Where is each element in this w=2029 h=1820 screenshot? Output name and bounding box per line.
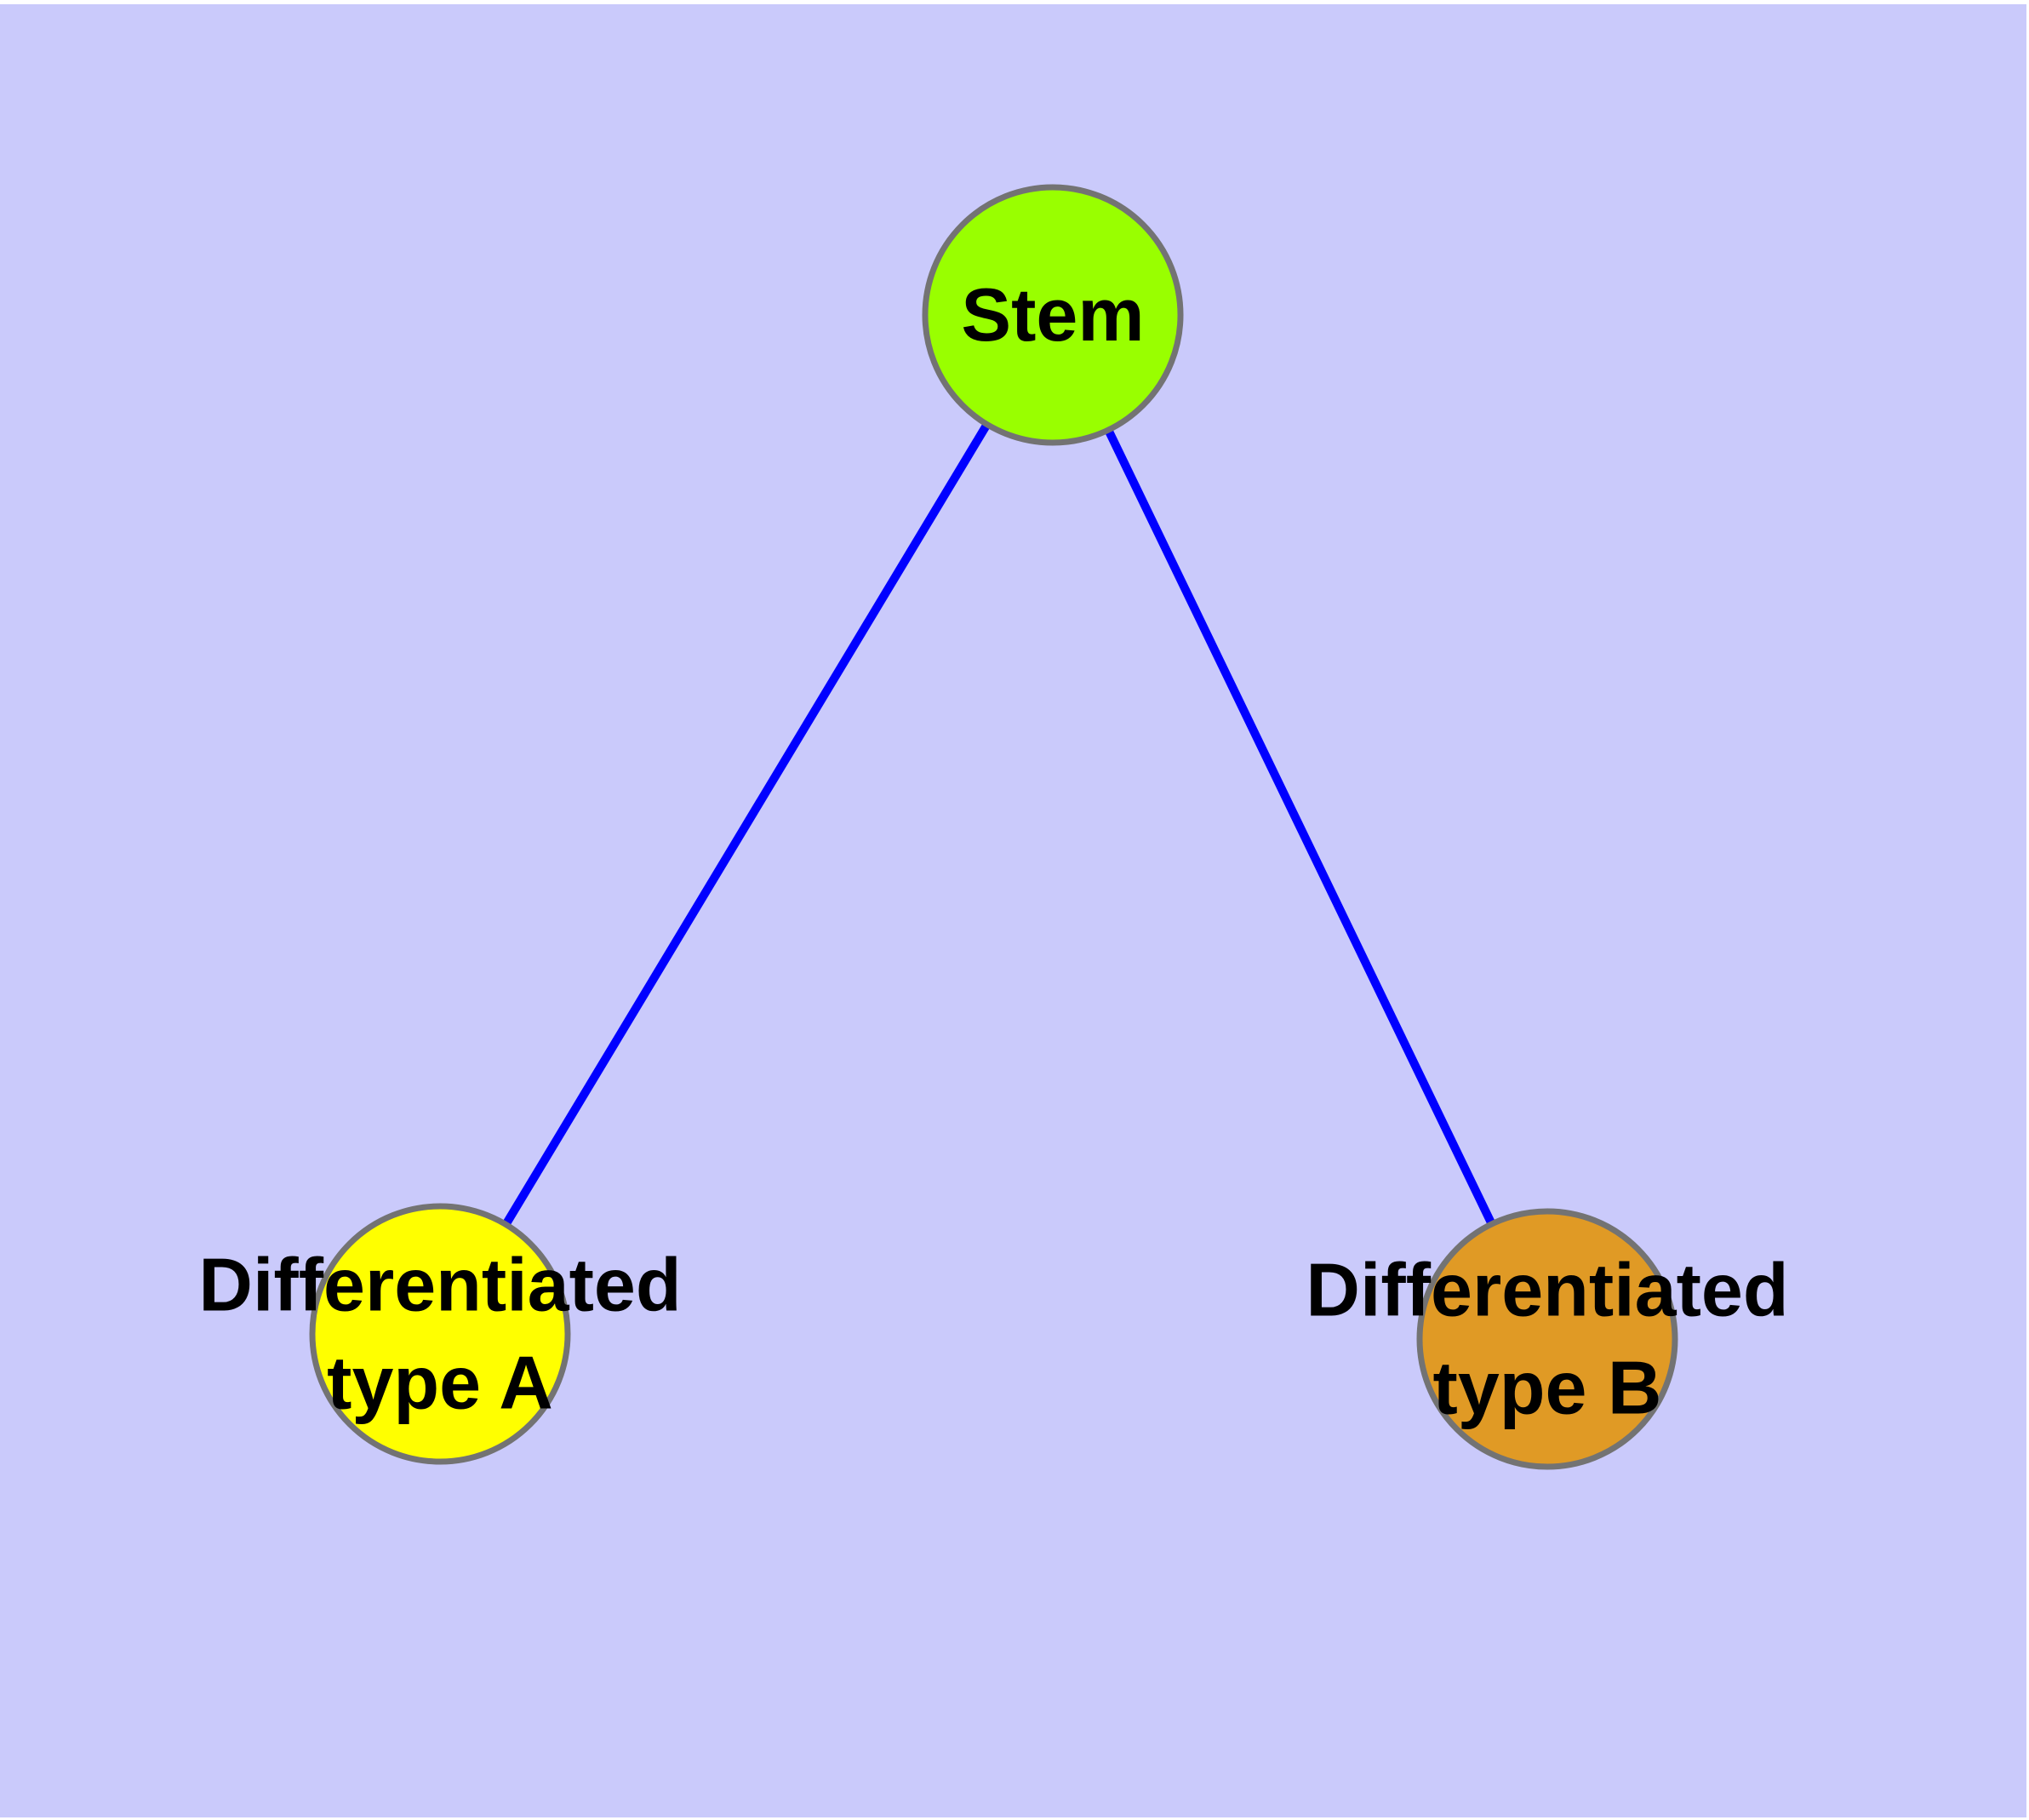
node-label-diff_a: Differentiated type A [198, 1243, 681, 1425]
node-circle-diff_a [309, 1203, 571, 1465]
node-label-line: Stem [961, 272, 1144, 357]
node-label-line: type B [1433, 1346, 1662, 1430]
edge-stem-diff_a [436, 312, 1057, 1336]
node-label-line: type A [327, 1341, 553, 1425]
node-label-line: Differentiated [198, 1243, 681, 1327]
edge-stem-diff_b [1049, 312, 1552, 1342]
node-label-stem: Stem [961, 272, 1144, 357]
node-label-line: Differentiated [1306, 1248, 1788, 1332]
node-circle-diff_b [1416, 1208, 1678, 1470]
node-circle-stem [922, 184, 1184, 446]
node-label-diff_b: Differentiated type B [1306, 1248, 1788, 1430]
